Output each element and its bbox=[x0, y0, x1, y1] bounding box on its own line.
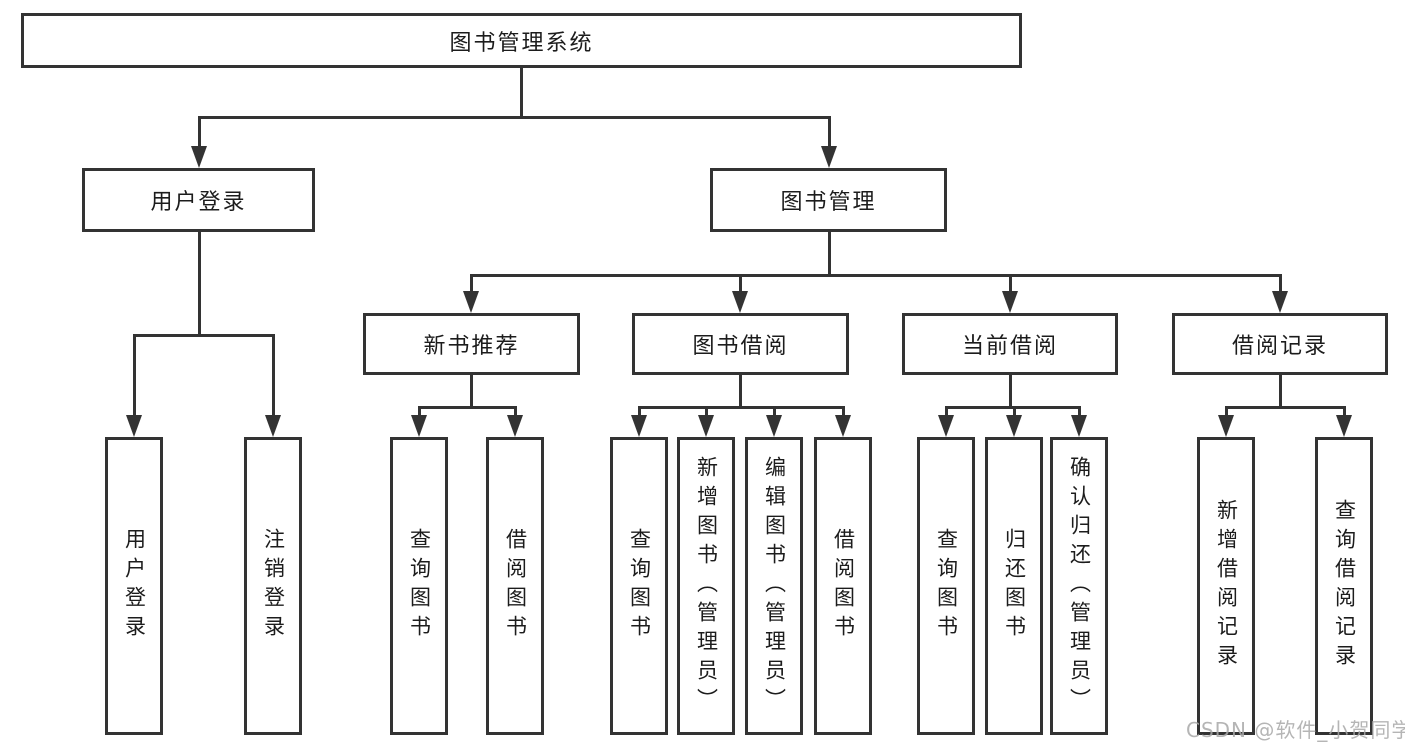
arrow-down-icon bbox=[463, 291, 479, 313]
arrow-down-icon bbox=[1006, 415, 1022, 437]
connector-line bbox=[198, 230, 201, 337]
connector-line bbox=[945, 406, 948, 420]
watermark: CSDN @软件_小贺同学 bbox=[1186, 718, 1405, 742]
connector-line bbox=[705, 406, 708, 420]
arrow-down-icon bbox=[1272, 291, 1288, 313]
arrow-down-icon bbox=[411, 415, 427, 437]
connector-line bbox=[739, 373, 742, 409]
node-new-book-recommend: 新书推荐 bbox=[363, 313, 580, 375]
connector-line bbox=[828, 116, 831, 152]
root-node-library-management-system: 图书管理系统 bbox=[21, 13, 1022, 68]
connector-line bbox=[773, 406, 776, 420]
leaf-query-books-current: 查询图书 bbox=[917, 437, 975, 735]
leaf-query-books-borrow: 查询图书 bbox=[610, 437, 668, 735]
connector-line bbox=[1279, 274, 1282, 298]
arrow-down-icon bbox=[265, 415, 281, 437]
connector-line bbox=[198, 116, 201, 152]
connector-line bbox=[133, 334, 136, 420]
connector-line bbox=[842, 406, 845, 420]
connector-line bbox=[638, 406, 641, 420]
leaf-add-borrow-record: 新增借阅记录 bbox=[1197, 437, 1255, 735]
connector-line bbox=[828, 230, 831, 277]
leaf-logout-login: 注销登录 bbox=[244, 437, 302, 735]
connector-line bbox=[638, 406, 845, 409]
connector-line bbox=[520, 66, 523, 119]
connector-line bbox=[1009, 373, 1012, 409]
arrow-down-icon bbox=[821, 146, 837, 168]
node-borrow-records: 借阅记录 bbox=[1172, 313, 1388, 375]
arrow-down-icon bbox=[938, 415, 954, 437]
connector-line bbox=[198, 116, 831, 119]
connector-line bbox=[1279, 373, 1282, 409]
leaf-add-books-admin: 新增图书（管理员） bbox=[677, 437, 735, 735]
node-book-borrowing: 图书借阅 bbox=[632, 313, 849, 375]
arrow-down-icon bbox=[507, 415, 523, 437]
node-current-borrowing: 当前借阅 bbox=[902, 313, 1118, 375]
connector-line bbox=[470, 274, 1282, 277]
arrow-down-icon bbox=[1002, 291, 1018, 313]
leaf-borrow-books-borrow: 借阅图书 bbox=[814, 437, 872, 735]
connector-line bbox=[1225, 406, 1228, 420]
arrow-down-icon bbox=[631, 415, 647, 437]
connector-line bbox=[1078, 406, 1081, 420]
connector-line bbox=[272, 334, 275, 420]
connector-line bbox=[470, 274, 473, 298]
arrow-down-icon bbox=[1336, 415, 1352, 437]
connector-line bbox=[1013, 406, 1016, 420]
node-user-login: 用户登录 bbox=[82, 168, 315, 232]
connector-line bbox=[133, 334, 275, 337]
arrow-down-icon bbox=[732, 291, 748, 313]
leaf-query-borrow-record: 查询借阅记录 bbox=[1315, 437, 1373, 735]
arrow-down-icon bbox=[191, 146, 207, 168]
arrow-down-icon bbox=[766, 415, 782, 437]
connector-line bbox=[514, 406, 517, 420]
arrow-down-icon bbox=[1071, 415, 1087, 437]
connector-line bbox=[1225, 406, 1346, 409]
leaf-confirm-return-admin: 确认归还（管理员） bbox=[1050, 437, 1108, 735]
leaf-user-login: 用户登录 bbox=[105, 437, 163, 735]
connector-line bbox=[418, 406, 517, 409]
leaf-query-books-recommend: 查询图书 bbox=[390, 437, 448, 735]
leaf-edit-books-admin: 编辑图书（管理员） bbox=[745, 437, 803, 735]
node-book-management: 图书管理 bbox=[710, 168, 947, 232]
arrow-down-icon bbox=[698, 415, 714, 437]
leaf-borrow-books-recommend: 借阅图书 bbox=[486, 437, 544, 735]
connector-line bbox=[1343, 406, 1346, 420]
arrow-down-icon bbox=[835, 415, 851, 437]
leaf-return-books: 归还图书 bbox=[985, 437, 1043, 735]
connector-line bbox=[1009, 274, 1012, 298]
arrow-down-icon bbox=[126, 415, 142, 437]
arrow-down-icon bbox=[1218, 415, 1234, 437]
connector-line bbox=[739, 274, 742, 298]
connector-line bbox=[418, 406, 421, 420]
connector-line bbox=[470, 373, 473, 409]
